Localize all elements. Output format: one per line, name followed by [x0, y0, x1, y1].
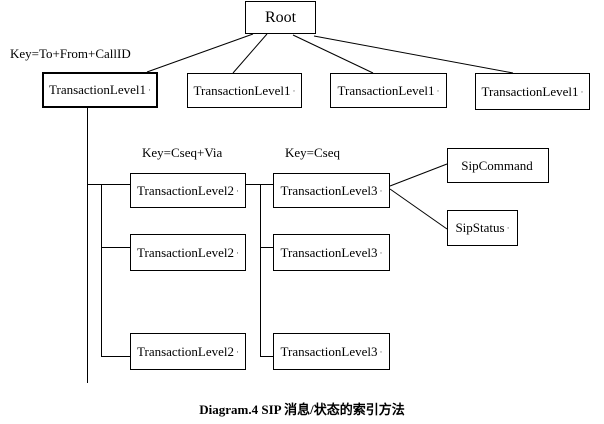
node-sipstatus: SipStatus·: [447, 210, 518, 246]
connector-l3-to-sipstatus: [389, 188, 448, 230]
node-root: Root: [245, 1, 316, 34]
node-label: TransactionLevel3: [280, 182, 378, 198]
node-transactionlevel1-2: TransactionLevel1·: [187, 73, 302, 108]
node-label: TransactionLevel1: [481, 83, 579, 99]
connector-root-to-l1-2: [232, 33, 268, 74]
key-annotation-level2: Key=Cseq+Via: [142, 145, 223, 160]
node-label: SipStatus: [455, 220, 505, 235]
node-label: SipCommand: [461, 157, 533, 173]
connector-root-to-l1-4: [313, 35, 514, 74]
connector-root-to-l1-3: [292, 34, 374, 74]
node-transactionlevel2-3: TransactionLevel2·: [130, 333, 246, 370]
node-transactionlevel3-2: TransactionLevel3·: [273, 234, 390, 271]
node-transactionlevel1-4: TransactionLevel1·: [475, 73, 590, 110]
node-transactionlevel3-1: TransactionLevel3·: [273, 173, 390, 208]
node-transactionlevel1-3: TransactionLevel1·: [330, 73, 447, 108]
paragraph-mark: ·: [148, 85, 151, 95]
paragraph-mark: ·: [436, 85, 440, 96]
node-label: TransactionLevel3: [280, 244, 378, 260]
paragraph-mark: ·: [379, 346, 383, 357]
node-root-label: Root: [264, 8, 297, 26]
key-annotation-level1: Key=To+From+CallID: [10, 46, 131, 61]
connector-root-to-l1-1: [146, 33, 254, 73]
paragraph-mark: ·: [236, 185, 239, 196]
node-label: TransactionLevel1: [193, 82, 291, 98]
paragraph-mark: ·: [580, 86, 584, 97]
node-label: TransactionLevel2: [137, 182, 234, 198]
node-label: TransactionLevel3: [280, 343, 378, 359]
paragraph-mark: ·: [292, 85, 296, 96]
paragraph-mark: ·: [236, 346, 239, 357]
node-label: TransactionLevel1: [49, 82, 146, 97]
node-label: TransactionLevel1: [337, 82, 435, 98]
node-transactionlevel1-1: TransactionLevel1·: [42, 72, 158, 108]
paragraph-mark: ·: [379, 247, 383, 258]
paragraph-mark: ·: [506, 223, 510, 233]
connector-l3-to-sipcommand: [389, 163, 448, 187]
node-transactionlevel3-3: TransactionLevel3·: [273, 333, 390, 370]
node-sipcommand: SipCommand: [447, 148, 549, 183]
paragraph-mark: ·: [379, 185, 383, 196]
node-transactionlevel2-1: TransactionLevel2·: [130, 173, 246, 208]
node-label: TransactionLevel2: [137, 244, 234, 260]
paragraph-mark: ·: [236, 247, 239, 258]
key-annotation-level3: Key=Cseq: [285, 145, 340, 160]
diagram-caption: Diagram.4 SIP 消息/状态的索引方法: [199, 402, 405, 417]
node-transactionlevel2-2: TransactionLevel2·: [130, 234, 246, 271]
node-label: TransactionLevel2: [137, 343, 234, 359]
